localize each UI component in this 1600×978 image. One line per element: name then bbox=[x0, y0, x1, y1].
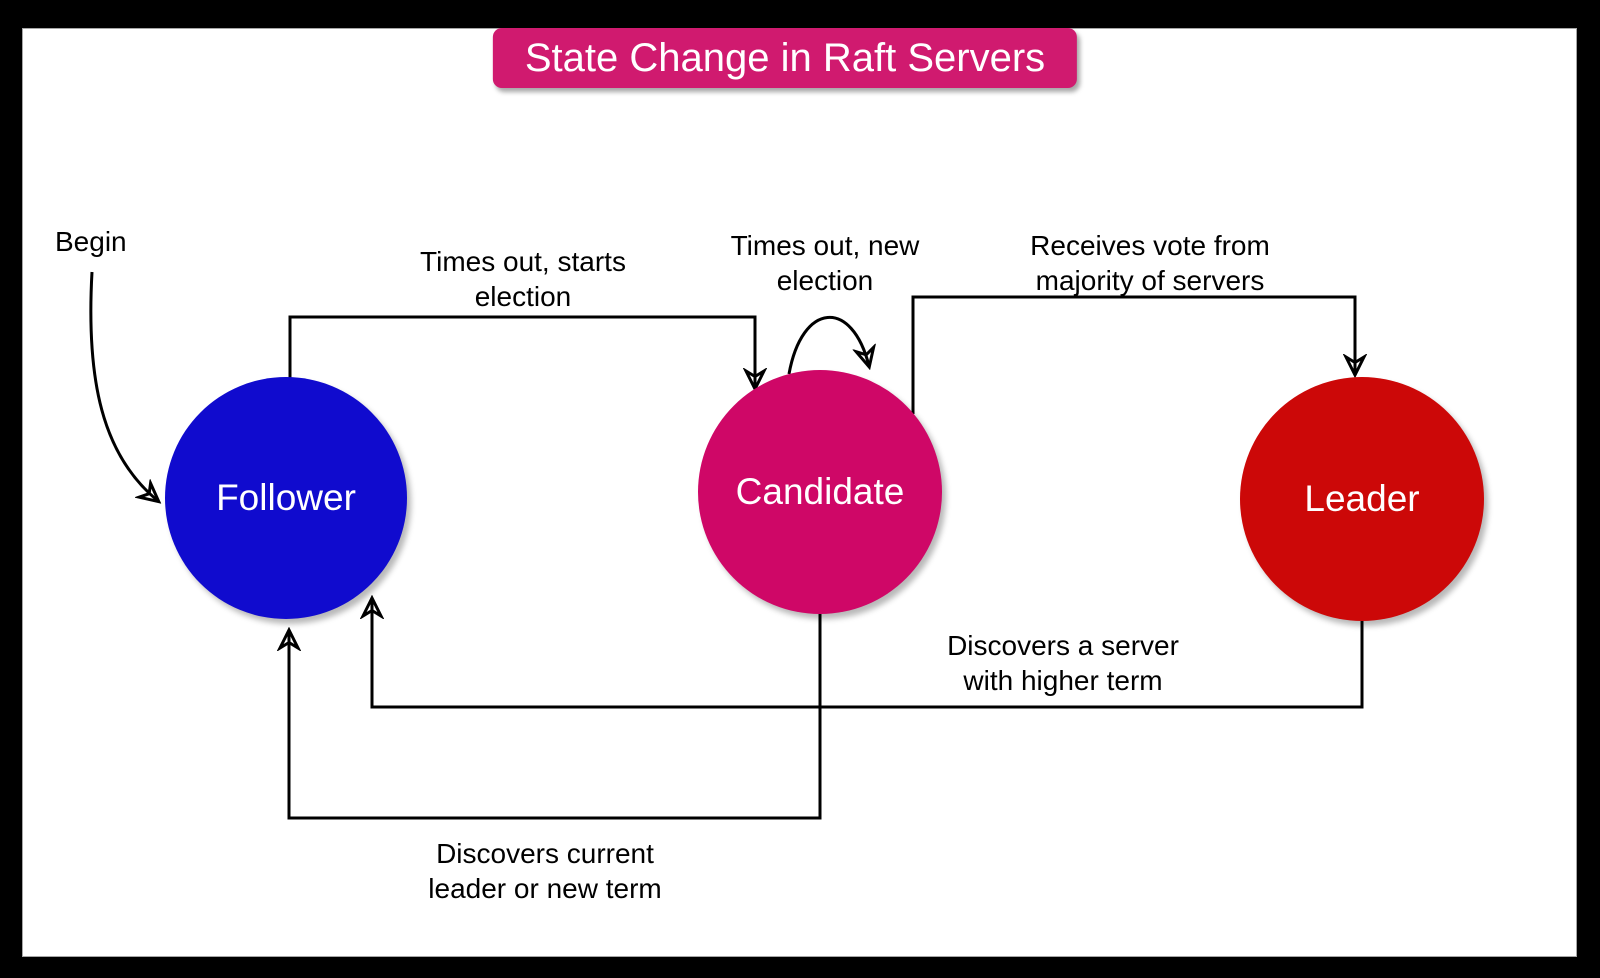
node-leader: Leader bbox=[1240, 377, 1484, 621]
node-leader-label: Leader bbox=[1304, 478, 1420, 519]
diagram-title: State Change in Raft Servers bbox=[492, 28, 1078, 88]
edge-label-discovers-server-higher-term: Discovers a server with higher term bbox=[947, 630, 1179, 696]
node-candidate: Candidate bbox=[698, 370, 942, 614]
node-follower: Follower bbox=[165, 377, 407, 619]
node-candidate-label: Candidate bbox=[735, 471, 905, 512]
edge-label-receives-vote: Receives vote from majority of servers bbox=[1030, 230, 1270, 296]
edge-label-times-out-starts-election: Times out, starts election bbox=[420, 246, 626, 312]
node-follower-label: Follower bbox=[216, 477, 356, 518]
edge-label-begin: Begin bbox=[55, 226, 127, 257]
edge-label-discovers-current-leader: Discovers current leader or new term bbox=[428, 838, 662, 904]
edge-label-times-out-new-election: Times out, new election bbox=[730, 230, 920, 296]
